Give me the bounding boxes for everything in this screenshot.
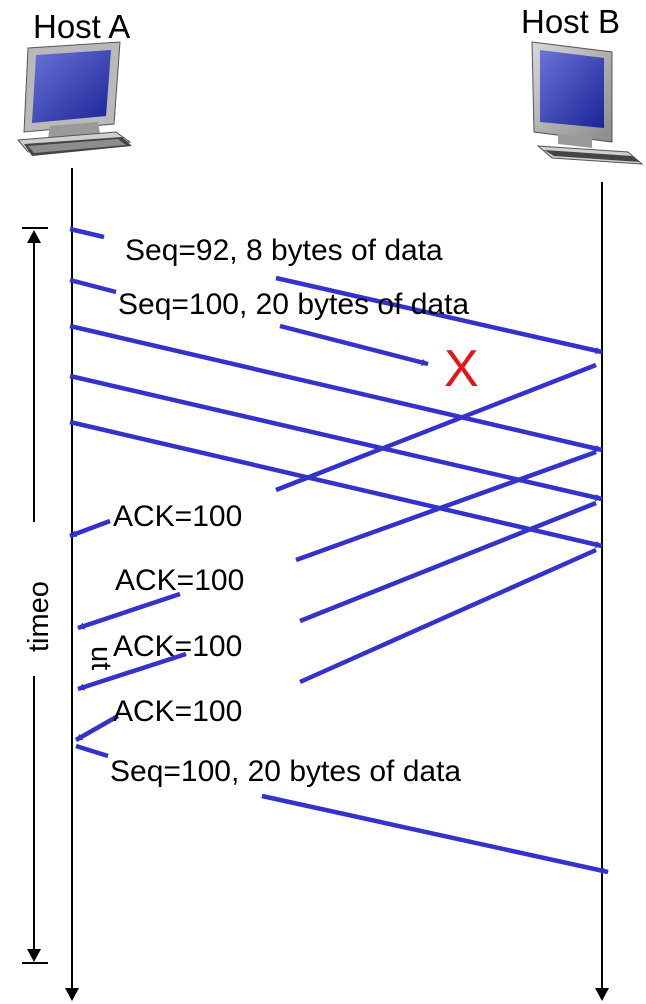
seq92-arrow <box>275 275 603 355</box>
seq100-label: Seq=100, 20 bytes of data <box>118 288 469 321</box>
timeout-label-line1: timeo <box>23 581 55 652</box>
timeout-interval: timeo ut <box>22 227 117 964</box>
segment-arrow <box>69 373 603 502</box>
ack-label-3: ACK=100 <box>113 630 242 663</box>
ack-arrow-2 <box>295 449 597 563</box>
seq92-label: Seq=92, 8 bytes of data <box>125 234 443 267</box>
segment-arrow <box>69 323 603 453</box>
ack-arrow-3 <box>299 500 597 624</box>
resend-label: Seq=100, 20 bytes of data <box>110 755 461 788</box>
resend-arrow-start <box>75 743 109 759</box>
segment-arrow <box>69 419 603 549</box>
ack-arrow-1 <box>275 362 597 493</box>
ack-label-1: ACK=100 <box>113 500 242 533</box>
desktop-computer-icon <box>531 41 644 165</box>
seq100-arrow-start <box>69 277 117 295</box>
ack-arrow-2-tip <box>77 591 181 631</box>
ack-arrow-1-tip <box>69 518 111 539</box>
host-a-timeline-arrowhead <box>65 988 79 1001</box>
resend-arrow <box>261 793 609 875</box>
seq92-arrow-start <box>69 226 105 240</box>
packet-loss-x-icon: X <box>444 340 479 398</box>
timeout-label-line2: ut <box>85 646 117 670</box>
desktop-computer-icon <box>16 41 132 156</box>
host-b-timeline-arrowhead <box>595 988 609 1001</box>
seq100-lost-arrow <box>279 323 429 367</box>
host-a-label: Host A <box>33 8 130 45</box>
ack-arrow-3-tip <box>77 651 187 692</box>
ack-arrow-4-tip <box>74 714 120 742</box>
ack-arrow-4 <box>299 547 597 685</box>
ack-label-2: ACK=100 <box>115 564 244 597</box>
host-b-label: Host B <box>521 3 620 40</box>
ack-label-4: ACK=100 <box>113 695 242 728</box>
